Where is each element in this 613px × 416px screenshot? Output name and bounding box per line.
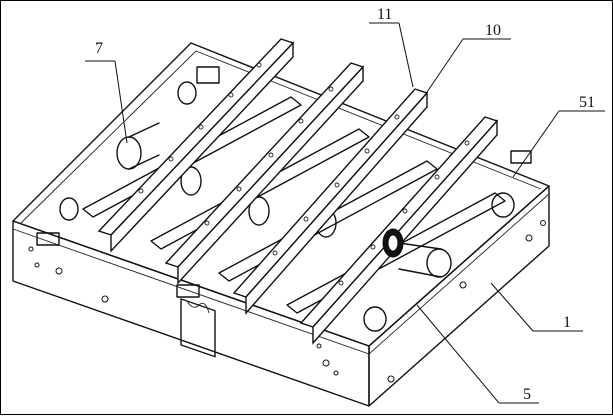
callout-label-7: 7 [95, 40, 103, 57]
callout-label-5: 5 [523, 386, 531, 403]
callout-label-1: 1 [563, 314, 571, 331]
callout-leaders [85, 22, 605, 404]
cross-shafts [82, 96, 506, 314]
base-frame [12, 42, 550, 407]
bearing-blocks [36, 66, 532, 332]
callout-label-10: 10 [485, 22, 501, 39]
rails [97, 38, 499, 345]
callout-label-51: 51 [579, 94, 595, 111]
callout-label-11: 11 [377, 6, 392, 23]
